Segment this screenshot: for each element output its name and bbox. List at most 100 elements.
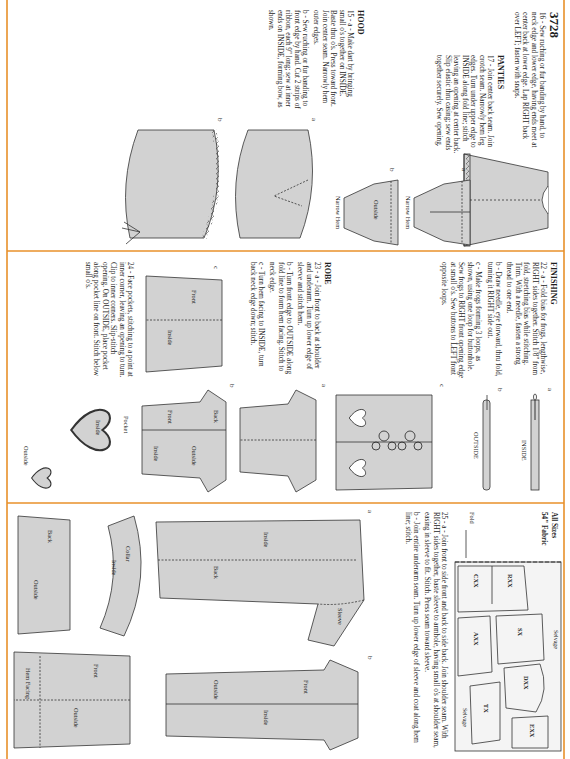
callout-label: OUTSIDE — [473, 432, 480, 459]
piece-letter: DXX — [523, 676, 530, 690]
piece-letter: CXX — [473, 574, 480, 588]
garment-figure — [349, 409, 365, 426]
garment-figure — [14, 700, 130, 701]
callout-label: Narrow Hem — [405, 196, 412, 229]
step-letter: b — [228, 384, 236, 388]
selvage-label: Selvage — [552, 630, 559, 649]
garment-figure — [146, 320, 222, 321]
garment-figure — [142, 430, 226, 431]
garment-figure — [462, 181, 463, 244]
callout-label: Back — [47, 530, 54, 543]
garment-figure — [71, 410, 110, 450]
instruction-text: 15 - a - Make dart by bringing small o's… — [312, 10, 354, 110]
callout-label: Outside — [191, 446, 198, 466]
cutting-layout — [492, 566, 493, 604]
garment-figure — [142, 390, 226, 492]
piece-letter: TX — [483, 704, 490, 713]
piece-letter: SX — [517, 628, 524, 636]
callout-label: Hem Facing — [25, 668, 32, 699]
instruction-text: 16 - Sew ruching or fur banding by hand,… — [512, 12, 546, 152]
callout-label: Inside — [95, 420, 102, 435]
cutting-layout — [470, 682, 500, 744]
piece-letter: EXX — [529, 724, 536, 737]
callout-label: Outside — [213, 680, 220, 700]
layout-heading: All Sizes — [550, 512, 558, 538]
cutting-layout — [512, 716, 548, 748]
instruction-text: 17 - Join center back seam. Join crotch … — [435, 55, 494, 155]
cutting-layout — [455, 561, 561, 562]
callout-label: Inside — [263, 710, 270, 725]
callout-label: INSIDE — [521, 440, 528, 461]
garment-figure — [336, 395, 432, 490]
garment-figure — [388, 442, 396, 450]
step-letter: a — [546, 388, 554, 391]
panel-rules — [6, 0, 8, 759]
step-letter: b — [216, 118, 224, 122]
step-letter: b — [496, 388, 504, 392]
garment-figure — [464, 200, 540, 201]
garment-figure — [534, 394, 537, 400]
selvage-label: Selvage — [461, 708, 468, 727]
garment-figure — [40, 656, 41, 748]
instruction-text: b - Sew ruching or fur banding to front … — [267, 10, 309, 110]
callout-label: Pocket — [123, 416, 130, 433]
callout-label: Outside — [373, 200, 380, 220]
callout-label: Outside — [23, 446, 30, 466]
step-letter: a — [320, 384, 328, 387]
callout-label: Inside — [167, 330, 174, 345]
fold-label: Fold — [469, 512, 476, 524]
garment-figure — [464, 154, 548, 246]
instruction-text: b - Turn front edge to OUTSIDE along fol… — [268, 262, 293, 380]
panel-rules — [7, 0, 564, 759]
callout-label: Collar — [125, 546, 132, 562]
cutting-layout — [455, 562, 561, 751]
garment-figure — [14, 652, 130, 748]
garment-figure — [236, 130, 313, 238]
garment-figure — [156, 520, 364, 646]
garment-figure — [166, 660, 358, 750]
instruction-text: 22 - a - Fold bias for frogs, lengthwise… — [505, 262, 547, 380]
instruction-text: b - Join entire underarm seam. Turn up l… — [403, 512, 420, 750]
garment-figure — [487, 395, 488, 410]
garment-figure — [379, 431, 389, 441]
garment-figure — [14, 516, 364, 750]
step-letter: c — [212, 266, 220, 269]
panel-rules — [7, 250, 564, 252]
section-heading: ROBE — [323, 262, 332, 285]
callout-label: Front — [191, 290, 198, 304]
instruction-text: 23 - a - Join front to back at shoulder … — [296, 262, 321, 380]
garment-figure — [274, 180, 308, 206]
callout-label: Outside — [73, 708, 80, 728]
garment-figure — [32, 468, 51, 488]
cutting-layout — [466, 530, 467, 558]
garment-figure — [32, 130, 548, 492]
garment-figure — [483, 400, 490, 490]
garment-figure — [166, 704, 358, 705]
garment-figure — [318, 600, 364, 605]
garment-figure — [240, 390, 316, 492]
garment-figure — [158, 560, 356, 561]
instruction-text: 25 - a - Join front to side front and ba… — [423, 512, 448, 750]
garment-figure — [398, 442, 406, 450]
garment-figure — [32, 468, 51, 488]
callout-label: Inside — [263, 532, 270, 547]
garment-figure — [122, 222, 140, 244]
section-heading: HOOD — [356, 10, 365, 34]
step-letter: b — [366, 656, 374, 660]
garment-figure — [146, 276, 222, 372]
garment-figure — [204, 130, 218, 238]
cutting-layout — [458, 616, 492, 676]
page-number: 3728 — [547, 12, 562, 38]
callout-label: Front — [167, 410, 174, 424]
garment-figure — [542, 186, 548, 214]
piece-letter: AXX — [473, 632, 480, 646]
instruction-text: c - Make frogs forming 3 loops, as shown… — [440, 262, 482, 380]
garment-figure — [405, 431, 415, 441]
callout-label: Front — [303, 680, 310, 694]
step-letter: a — [310, 118, 318, 121]
section-heading: PANTIES — [496, 55, 505, 89]
panel-rules — [563, 0, 565, 759]
callout-label: Back — [213, 410, 220, 423]
step-letter: b — [388, 168, 396, 172]
cutting-layout — [455, 530, 561, 751]
